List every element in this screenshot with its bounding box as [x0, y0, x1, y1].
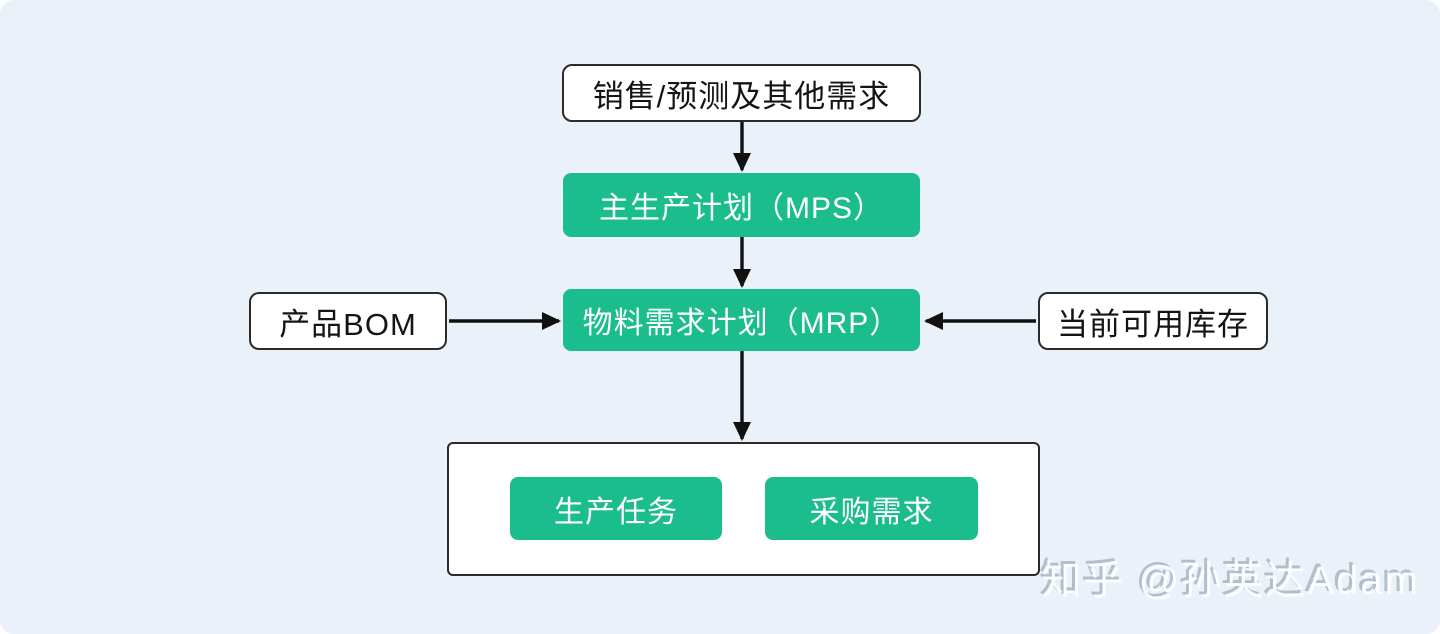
node-purchase-demand: 采购需求: [765, 477, 978, 540]
zhihu-watermark: 知乎 @孙英达Adam: [1041, 559, 1420, 603]
node-sales-forecast-demand: 销售/预测及其他需求: [562, 64, 921, 122]
node-material-requirements-planning: 物料需求计划（MRP）: [563, 289, 920, 351]
node-available-inventory: 当前可用库存: [1038, 292, 1268, 350]
outputs-container: 生产任务 采购需求: [447, 442, 1040, 576]
node-production-task: 生产任务: [510, 477, 722, 540]
node-master-production-schedule: 主生产计划（MPS）: [563, 173, 920, 237]
node-product-bom: 产品BOM: [249, 292, 447, 350]
